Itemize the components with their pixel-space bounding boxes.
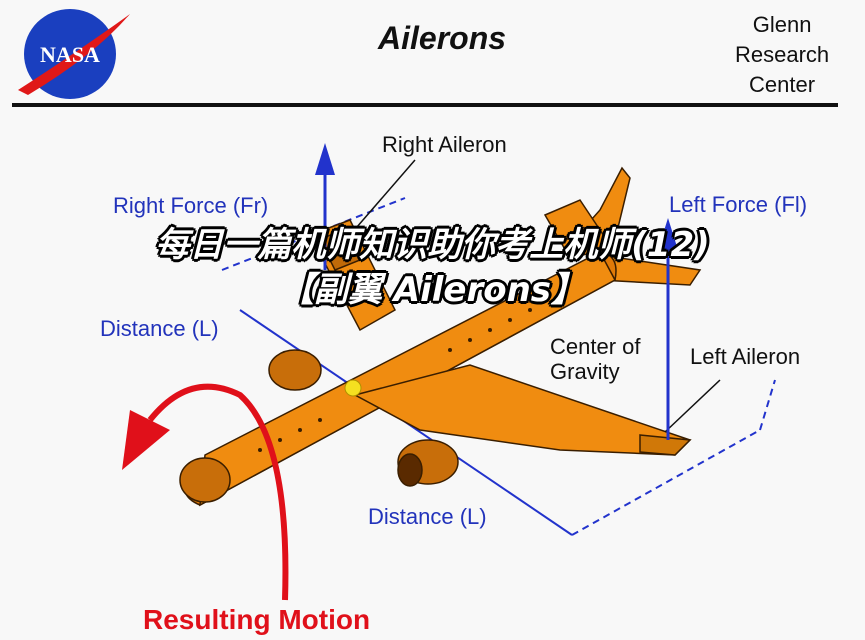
right-force-arrow	[315, 143, 335, 270]
left-force-arrow	[658, 218, 678, 440]
organization-line: Glenn	[752, 12, 812, 37]
right-force-label: Right Force (Fr)	[113, 193, 269, 218]
cg-label-line: Center of	[550, 334, 641, 359]
organization-name: Glenn Research Center	[735, 10, 829, 100]
nasa-logo: NASA	[18, 9, 130, 99]
distance-label-left: Distance (L)	[100, 316, 219, 341]
organization-line: Center	[749, 72, 816, 97]
right-aileron-pointer	[349, 159, 416, 236]
center-of-gravity-label: Center of Gravity	[550, 334, 641, 384]
overlay-caption-line1: 每日一篇机师知识助你考上机师(12)	[155, 225, 710, 265]
cg-label-line: Gravity	[550, 359, 620, 384]
left-aileron-label: Left Aileron	[690, 344, 801, 369]
resulting-motion-arrow	[122, 383, 289, 601]
organization-line: Research	[735, 42, 830, 67]
resulting-motion-label: Resulting Motion	[143, 604, 371, 635]
airplane	[179, 166, 702, 507]
left-aileron-pointer	[664, 379, 721, 433]
page-title: Ailerons	[378, 20, 507, 56]
distance-label-bottom: Distance (L)	[368, 504, 487, 529]
overlay-caption-line2: 【副翼 Ailerons】	[279, 270, 586, 310]
center-of-gravity-marker	[344, 379, 362, 397]
right-aileron-label: Right Aileron	[382, 132, 507, 157]
left-force-label: Left Force (Fl)	[669, 192, 808, 217]
nasa-logo-text: NASA	[40, 42, 100, 67]
